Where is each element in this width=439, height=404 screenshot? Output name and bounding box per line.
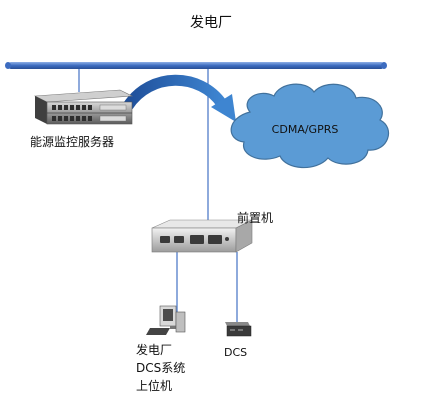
upper-computer-label-line-3: 上位机 — [136, 378, 172, 393]
server-rack-icon — [33, 89, 134, 125]
diagram-title: 发电厂 — [190, 15, 232, 31]
upper-computer-label-line-2: DCS系统 — [136, 361, 185, 375]
curved-arrow-icon — [123, 74, 236, 122]
server-label: 能源监控服务器 — [30, 134, 114, 149]
front-machine-icon — [151, 219, 253, 253]
network-bus — [5, 62, 387, 69]
dcs-label: DCS — [224, 346, 247, 359]
computer-icon — [146, 305, 186, 335]
cloud-icon — [230, 83, 390, 169]
cloud-label: CDMA/GPRS — [272, 123, 339, 136]
front-machine-label: 前置机 — [237, 210, 273, 225]
dcs-device-icon — [225, 322, 252, 337]
upper-computer-label-line-1: 发电厂 — [136, 342, 172, 357]
